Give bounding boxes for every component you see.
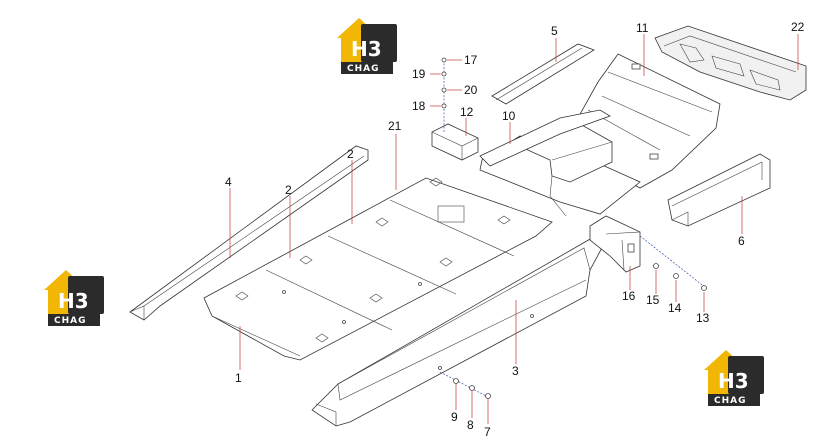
- callout-19: 19: [412, 67, 426, 81]
- callout-6: 6: [738, 234, 745, 248]
- part-12-bracket: [431, 123, 479, 161]
- logo-text: CHAG: [347, 64, 380, 74]
- callout-10: 10: [502, 109, 516, 123]
- part-16-bracket: [589, 215, 641, 273]
- callout-2: 2: [347, 147, 354, 161]
- brand-logo-bottom-right: H3 CHAG: [704, 350, 764, 406]
- part-6-right-rail: [667, 153, 771, 227]
- callout-3: 3: [512, 364, 519, 378]
- callout-11: 11: [636, 21, 649, 35]
- callout-12: 12: [460, 105, 474, 119]
- callout-1: 1: [235, 371, 242, 385]
- callout-21: 21: [388, 119, 402, 133]
- callout-20: 20: [464, 83, 478, 97]
- part-4-left-rail: [129, 145, 369, 321]
- part-3-front-rail: [311, 237, 605, 427]
- part-22-cover: [654, 25, 807, 101]
- callout-22: 22: [791, 20, 805, 34]
- part-5-rail: [491, 43, 595, 105]
- callout-8: 8: [467, 418, 474, 432]
- callout-9: 9: [451, 410, 458, 424]
- logo-text: CHAG: [714, 396, 747, 406]
- callout-5: 5: [551, 24, 558, 38]
- logo-mark: H3: [351, 37, 382, 61]
- callout-17: 17: [464, 53, 478, 67]
- part-21-main-floor: [203, 177, 553, 361]
- callout-7: 7: [484, 425, 491, 439]
- part-10-floor-panel: [479, 109, 641, 217]
- callout-14: 14: [668, 301, 682, 315]
- callout-4: 4: [225, 175, 232, 189]
- callout-16: 16: [622, 289, 636, 303]
- callout-2: 2: [285, 183, 292, 197]
- logo-text: CHAG: [54, 316, 87, 326]
- callout-15: 15: [646, 293, 660, 307]
- callout-18: 18: [412, 99, 426, 113]
- logo-mark: H3: [718, 369, 749, 393]
- logo-mark: H3: [58, 289, 89, 313]
- callout-13: 13: [696, 311, 710, 325]
- brand-logo-top: H3 CHAG: [337, 18, 397, 74]
- brand-logo-left: H3 CHAG: [44, 270, 104, 326]
